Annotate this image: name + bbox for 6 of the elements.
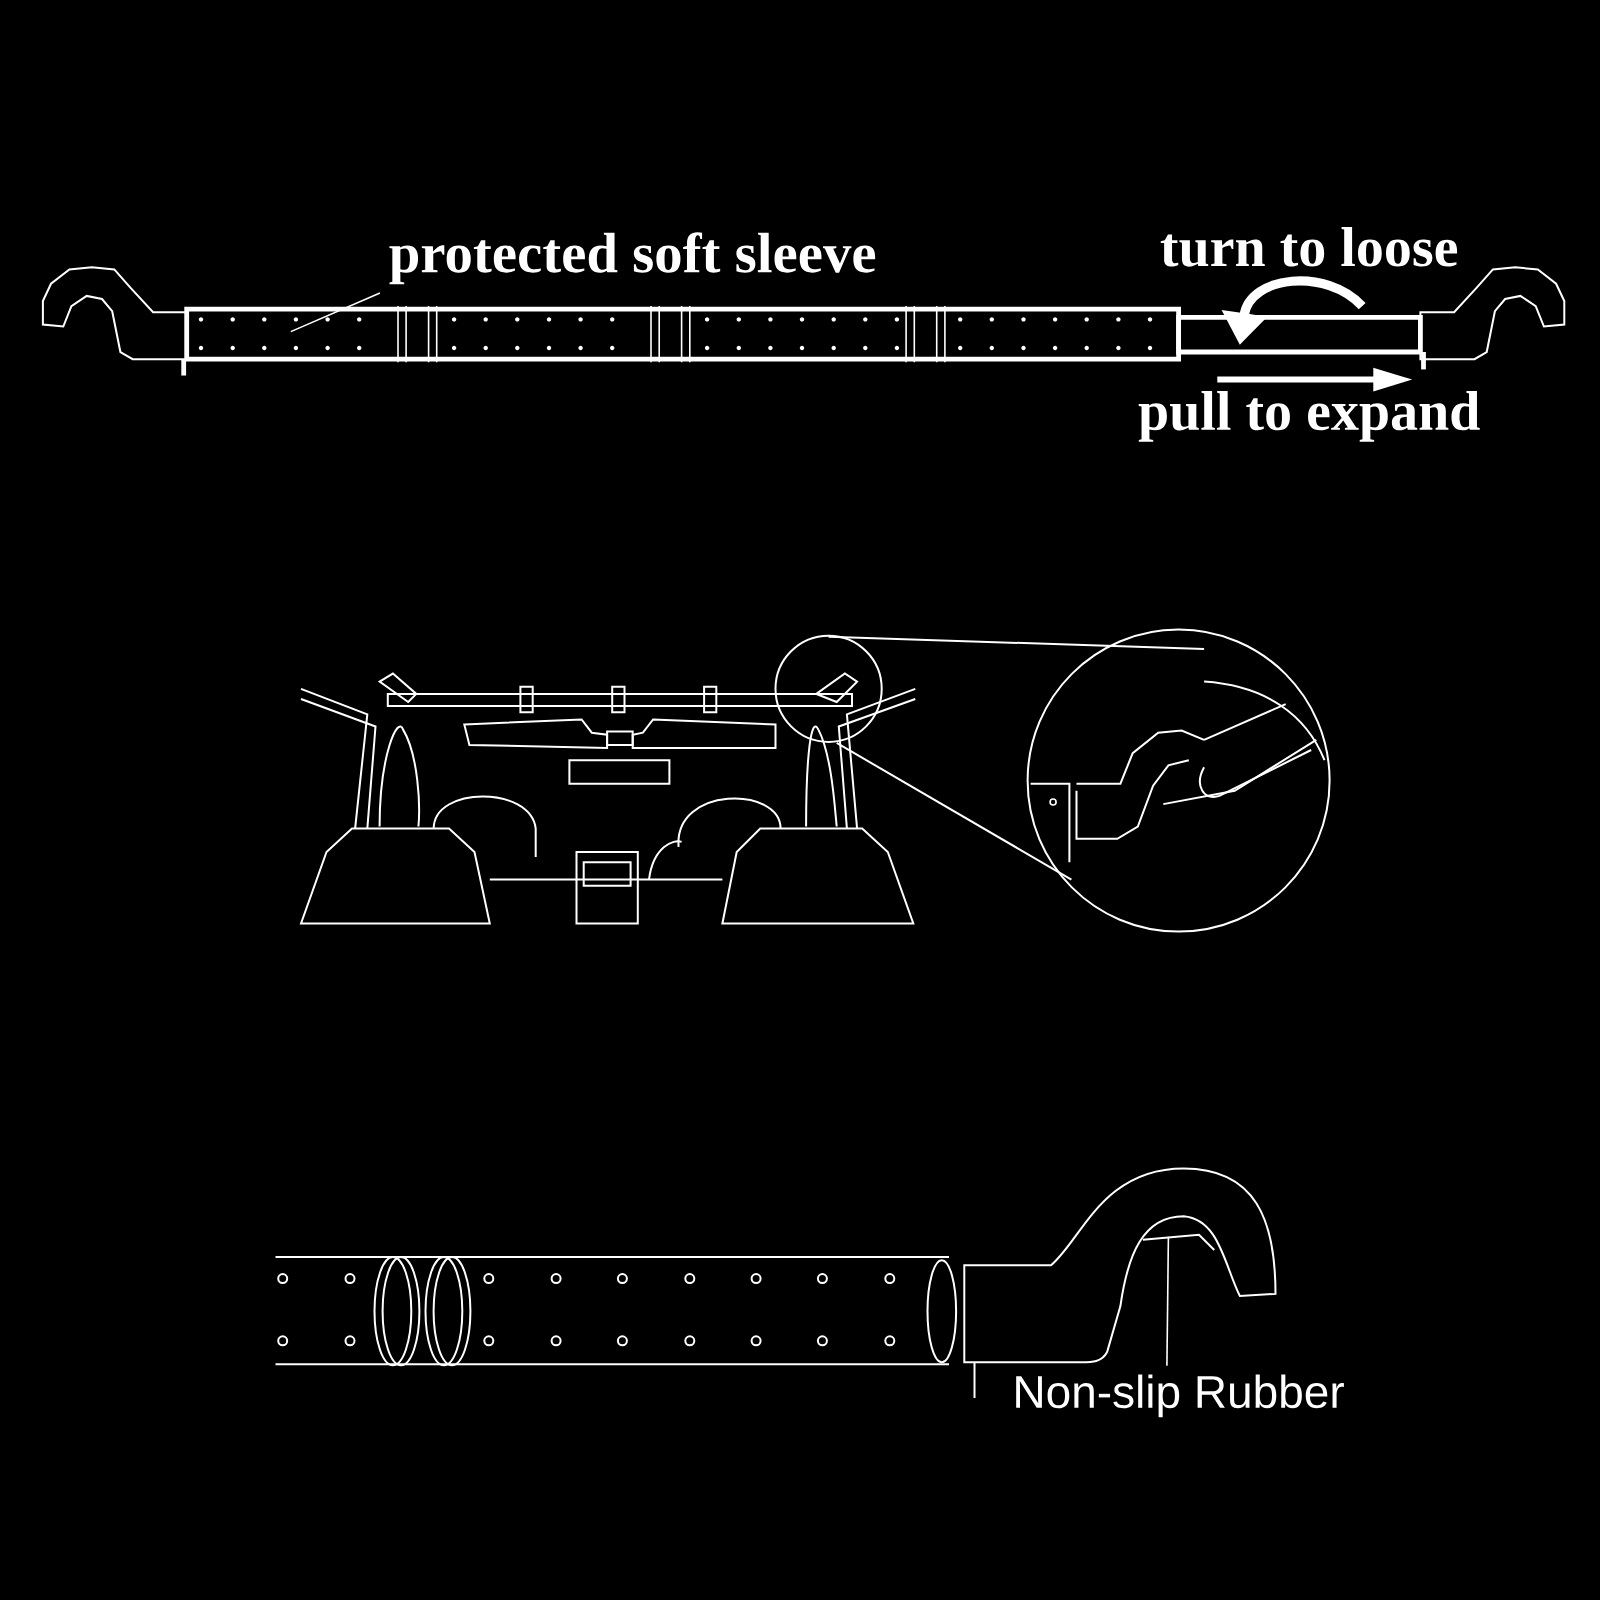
instruction-text: pull to expand (1138, 390, 1480, 442)
callout-label: Non-slip Rubber (1016, 1374, 1344, 1418)
callout-label: protected soft sleeve (389, 232, 876, 285)
instruction-text: turn to loose (1160, 227, 1458, 267)
leader-line (290, 292, 381, 333)
leader-line (1166, 1235, 1170, 1367)
